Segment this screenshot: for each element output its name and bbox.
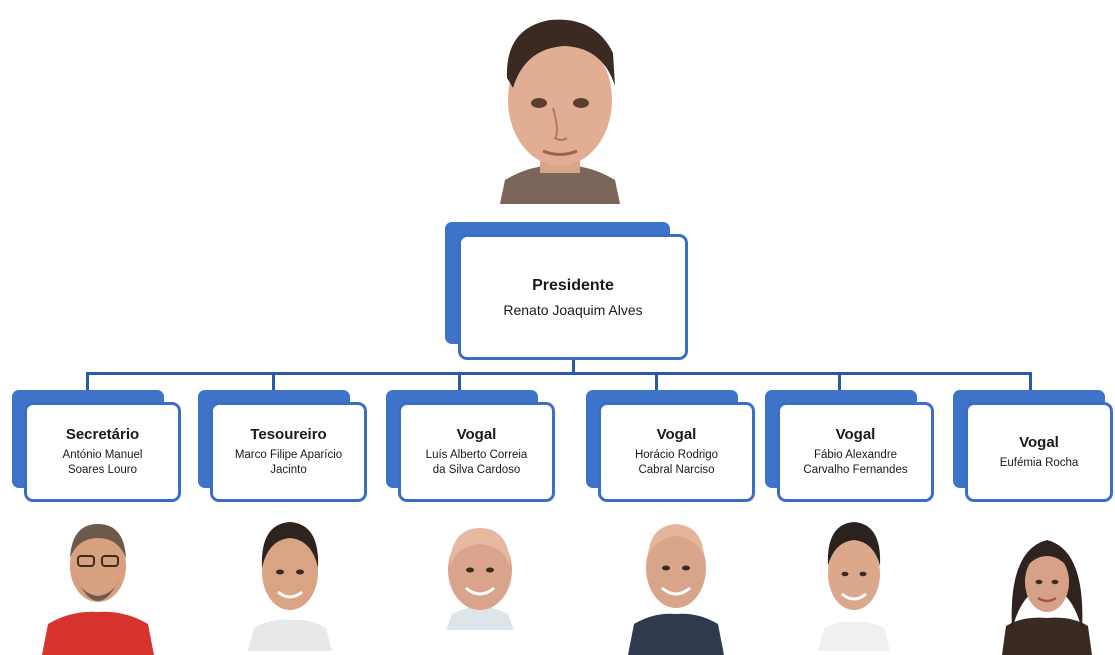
portrait-vogal-3 xyxy=(814,516,894,651)
connector-drop-5 xyxy=(838,372,841,390)
connector-drop-3 xyxy=(458,372,461,390)
member-name-line1: Eufémia Rocha xyxy=(999,456,1079,469)
portrait-secretario xyxy=(42,516,154,655)
member-role: Secretário xyxy=(65,426,140,443)
member-name-line1: Fábio Alexandre xyxy=(813,449,898,461)
connector-drop-2 xyxy=(272,372,275,390)
member-box-vogal-1: Vogal Luís Alberto Correia da Silva Card… xyxy=(398,402,555,502)
president-box: Presidente Renato Joaquim Alves xyxy=(458,234,688,360)
portrait-vogal-2 xyxy=(626,516,726,655)
member-name-line2: Jacinto xyxy=(270,464,307,476)
member-role: Vogal xyxy=(456,426,497,443)
president-role: Presidente xyxy=(532,276,614,294)
connector-drop-4 xyxy=(655,372,658,390)
connector-drop-1 xyxy=(86,372,89,390)
member-name-line1: António Manuel xyxy=(62,449,143,461)
member-name-line2: Soares Louro xyxy=(67,464,138,476)
member-role: Vogal xyxy=(835,426,876,443)
member-box-secretario: Secretário António Manuel Soares Louro xyxy=(24,402,181,502)
connector-bus xyxy=(86,372,1032,375)
member-box-vogal-3: Vogal Fábio Alexandre Carvalho Fernandes xyxy=(777,402,934,502)
member-role: Tesoureiro xyxy=(250,426,327,443)
member-name-line2: Cabral Narciso xyxy=(638,464,715,476)
connector-drop-6 xyxy=(1029,372,1032,390)
member-role: Vogal xyxy=(656,426,697,443)
portrait-tesoureiro xyxy=(242,516,338,651)
portrait-vogal-1 xyxy=(432,516,528,630)
connector-trunk xyxy=(572,360,575,374)
portrait-president xyxy=(495,8,625,204)
member-name-line1: Horácio Rodrigo xyxy=(634,449,719,461)
member-role: Vogal xyxy=(1019,433,1059,451)
portrait-vogal-4 xyxy=(1002,530,1092,655)
member-name-line1: Luís Alberto Correia xyxy=(425,449,528,461)
member-name-line2: da Silva Cardoso xyxy=(432,464,521,476)
member-name-line1: Marco Filipe Aparício xyxy=(234,449,343,461)
member-box-vogal-4: Vogal Eufémia Rocha xyxy=(965,402,1113,502)
member-name-line2: Carvalho Fernandes xyxy=(803,464,908,476)
member-box-tesoureiro: Tesoureiro Marco Filipe Aparício Jacinto xyxy=(210,402,367,502)
president-name: Renato Joaquim Alves xyxy=(503,301,643,318)
member-box-vogal-2: Vogal Horácio Rodrigo Cabral Narciso xyxy=(598,402,755,502)
